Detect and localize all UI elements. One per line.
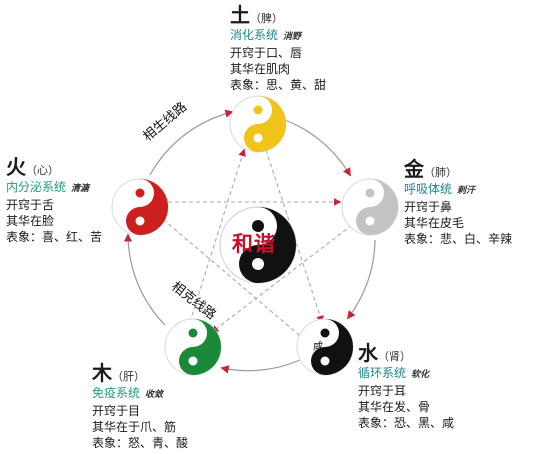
water-yin-yang-icon [296,318,354,376]
water-info: 水（肾） 循环系统软化 开窍于耳 其华在发、骨 表象：恐、黑、咸 [358,342,454,431]
fire-line-2: 其华在脸 [6,214,55,228]
fire-note: 清溏 [71,184,90,194]
earth-organ: （脾） [250,12,283,25]
fire-info: 火（心） 内分泌系统清溏 开窍于舌 其华在脸 表象：喜、红、苦 [6,156,102,245]
overcoming-cycle-arrows [156,148,353,341]
wood-symbol-label: 酸 [175,342,185,353]
fire-system: 内分泌系统 [6,180,67,194]
wood-info: 木（肝） 免疫系统收敛 开窍于目 其华在于爪、筋 表象：怒、青、酸 [92,362,188,451]
center-label: 和谐 [232,232,276,256]
arrow-wood-to-earth [189,148,246,323]
water-line-2: 其华在发、骨 [358,400,431,414]
water-symbol-label: 咸 [313,342,323,353]
water-note: 软化 [411,370,430,380]
water-system: 循环系统 [358,366,407,380]
earth-line-2: 其华在肌肉 [230,62,291,76]
earth-yin-yang-icon [229,95,287,153]
earth-symbol-label: 甜 [238,116,248,127]
metal-note: 剌汗 [457,186,476,196]
wood-system: 免疫系统 [92,386,141,400]
fire-line-1: 开窍于舌 [6,198,55,212]
earth-info: 土（脾） 消化系统消野 开窍于口、唇 其华在肌肉 表象：思、黄、甜 [230,4,326,93]
wood-name: 木 [92,361,112,385]
metal-yin-yang-icon [341,178,399,236]
metal-line-2: 其华在皮毛 [404,216,465,230]
water-line-3: 表象：恐、黑、咸 [358,416,455,430]
fire-name: 火 [6,155,26,179]
generating-cycle-arrows [123,109,376,374]
metal-line-1: 开窍于鼻 [404,200,453,214]
fire-organ: （心） [26,164,59,177]
earth-line-3: 表象：思、黄、甜 [230,78,327,92]
earth-name: 土 [230,3,250,27]
arrow-metal-to-wood [210,224,353,333]
metal-line-3: 表象：悲、白、辛辣 [404,232,513,246]
wood-line-1: 开窍于目 [92,404,141,418]
metal-symbol-label: 辣 [350,200,360,211]
metal-info: 金（肺） 呼吸体统剌汗 开窍于鼻 其华在皮毛 表象：悲、白、辛辣 [404,158,512,247]
metal-organ: （肺） [424,166,457,179]
wood-line-3: 表象：怒、青、酸 [92,436,189,450]
arrow-water-to-wood [220,359,301,374]
metal-name: 金 [404,157,424,181]
fire-yin-yang-icon [111,178,169,236]
wood-note: 收敛 [145,390,164,400]
fire-symbol-label: 苦 [118,200,128,211]
water-line-1: 开窍于耳 [358,384,407,398]
water-name: 水 [358,341,378,365]
fire-line-3: 表象：喜、红、苦 [6,230,103,244]
earth-line-1: 开窍于口、唇 [230,46,303,60]
earth-system: 消化系统 [230,28,279,42]
arrow-earth-to-water [265,149,324,324]
metal-system: 呼吸体统 [404,182,453,196]
wood-line-2: 其华在于爪、筋 [92,420,177,434]
center-yin-yang-icon [219,206,297,284]
water-organ: （肾） [378,350,411,363]
arrow-fire-to-earth [149,109,234,176]
arrow-metal-to-water [346,239,376,320]
arrow-earth-to-metal [284,119,351,177]
arrow-wood-to-fire [123,233,166,326]
earth-note: 消野 [283,32,302,42]
wood-yin-yang-icon [164,318,222,376]
wood-organ: （肝） [112,370,145,383]
